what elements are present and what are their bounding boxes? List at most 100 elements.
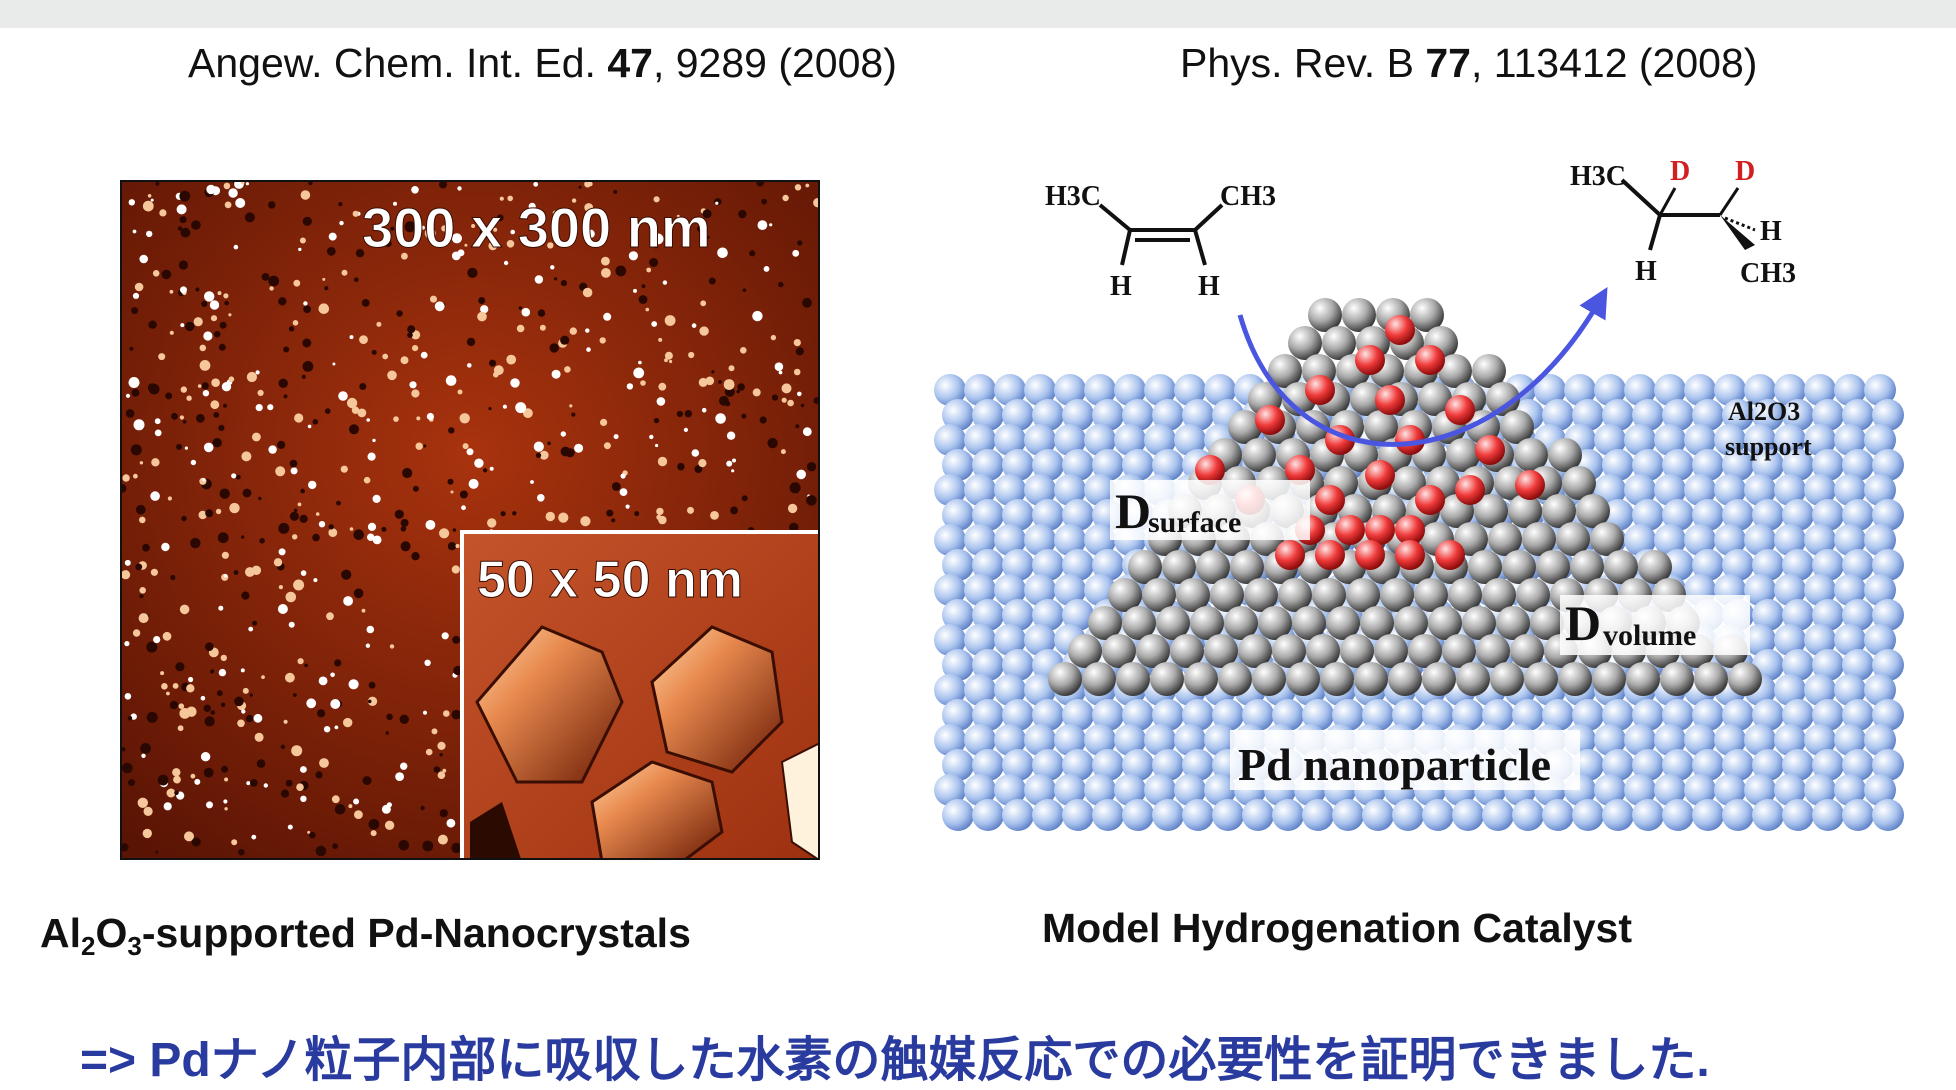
afm-particle bbox=[613, 189, 618, 194]
support-atom bbox=[1692, 449, 1724, 481]
support-atom bbox=[1692, 699, 1724, 731]
support-atom bbox=[1114, 724, 1146, 756]
afm-particle bbox=[228, 376, 235, 382]
afm-particle bbox=[223, 799, 228, 804]
support-atom bbox=[1594, 724, 1626, 756]
pd-atom bbox=[1350, 382, 1384, 416]
afm-particle bbox=[263, 783, 268, 788]
support-atom bbox=[1624, 374, 1656, 406]
afm-particle bbox=[471, 224, 476, 228]
afm-particle bbox=[763, 266, 770, 272]
afm-particle bbox=[217, 291, 222, 296]
afm-particle bbox=[376, 321, 382, 327]
afm-particle bbox=[656, 397, 666, 406]
svg-text:D: D bbox=[1735, 156, 1755, 187]
afm-particle bbox=[371, 349, 377, 355]
afm-particle bbox=[353, 529, 364, 540]
afm-particle bbox=[261, 675, 265, 679]
support-atom bbox=[1024, 574, 1056, 606]
afm-particle bbox=[603, 442, 611, 450]
pd-atom bbox=[1374, 634, 1408, 668]
afm-particle bbox=[805, 183, 810, 188]
afm-particle bbox=[244, 212, 255, 223]
support-atom bbox=[1332, 699, 1364, 731]
support-atom bbox=[1662, 749, 1694, 781]
support-atom bbox=[1092, 449, 1124, 481]
afm-particle bbox=[178, 703, 185, 709]
afm-particle bbox=[283, 719, 288, 724]
svg-text:D: D bbox=[1115, 483, 1151, 539]
afm-particle bbox=[503, 260, 509, 266]
support-atom bbox=[1302, 699, 1334, 731]
afm-particle bbox=[813, 397, 818, 404]
afm-particle bbox=[691, 323, 697, 328]
afm-particle bbox=[477, 311, 487, 322]
afm-particle bbox=[324, 286, 329, 291]
support-atom bbox=[1774, 524, 1806, 556]
afm-particle bbox=[173, 775, 181, 784]
support-atom bbox=[964, 524, 996, 556]
afm-particle bbox=[386, 802, 392, 808]
afm-particle bbox=[185, 321, 195, 332]
top-bar bbox=[0, 0, 1956, 28]
pd-atom bbox=[1562, 466, 1596, 500]
afm-particle bbox=[343, 717, 353, 728]
afm-particle bbox=[728, 365, 735, 372]
afm-particle bbox=[515, 402, 527, 414]
support-atom bbox=[972, 399, 1004, 431]
afm-particle bbox=[584, 203, 594, 212]
afm-particle bbox=[180, 323, 185, 328]
support-atom bbox=[1654, 774, 1686, 806]
afm-particle bbox=[237, 719, 245, 728]
support-atom bbox=[994, 774, 1026, 806]
afm-particle bbox=[387, 370, 397, 381]
reactant-molecule: H3C CH3 H H bbox=[1045, 181, 1276, 302]
afm-particle bbox=[658, 337, 663, 342]
afm-particle bbox=[531, 225, 537, 231]
afm-particle bbox=[128, 377, 140, 388]
afm-particle bbox=[399, 714, 409, 724]
support-atom bbox=[1834, 424, 1866, 456]
afm-particle bbox=[292, 320, 299, 326]
pd-atom bbox=[1448, 578, 1482, 612]
deuterium-atom bbox=[1355, 540, 1385, 570]
afm-particle bbox=[179, 216, 187, 224]
support-atom bbox=[934, 474, 966, 506]
afm-particle bbox=[416, 416, 421, 421]
support-atom bbox=[1804, 574, 1836, 606]
support-atom bbox=[1752, 449, 1784, 481]
afm-particle bbox=[625, 504, 630, 509]
pd-atom bbox=[1418, 382, 1452, 416]
support-atom bbox=[1752, 749, 1784, 781]
svg-text:Al2O3: Al2O3 bbox=[1728, 397, 1800, 426]
support-atom bbox=[1842, 549, 1874, 581]
afm-particle bbox=[218, 668, 227, 677]
pd-atom bbox=[1224, 606, 1258, 640]
afm-particle bbox=[180, 286, 187, 294]
pd-atom bbox=[1156, 606, 1190, 640]
afm-particle bbox=[398, 840, 410, 851]
afm-particle bbox=[221, 382, 232, 392]
pd-atom bbox=[1380, 578, 1414, 612]
product-molecule: H3C D D H H CH3 bbox=[1570, 156, 1796, 289]
afm-particle bbox=[290, 467, 298, 475]
pd-atom bbox=[1340, 634, 1374, 668]
afm-particle bbox=[297, 502, 302, 507]
support-atom bbox=[942, 549, 974, 581]
afm-particle bbox=[738, 209, 747, 219]
afm-particle bbox=[499, 196, 504, 201]
support-atom bbox=[1872, 499, 1904, 531]
afm-particle bbox=[489, 466, 494, 471]
afm-particle bbox=[545, 511, 555, 522]
afm-particle bbox=[278, 548, 286, 556]
pd-atom bbox=[1422, 662, 1456, 696]
afm-particle bbox=[767, 437, 778, 449]
afm-particle bbox=[161, 542, 170, 552]
afm-particle bbox=[328, 232, 337, 241]
afm-particle bbox=[205, 509, 214, 518]
pd-atom bbox=[1184, 662, 1218, 696]
afm-particle bbox=[203, 331, 213, 341]
afm-particle bbox=[404, 221, 416, 233]
support-atom bbox=[1152, 699, 1184, 731]
support-atom bbox=[1872, 699, 1904, 731]
